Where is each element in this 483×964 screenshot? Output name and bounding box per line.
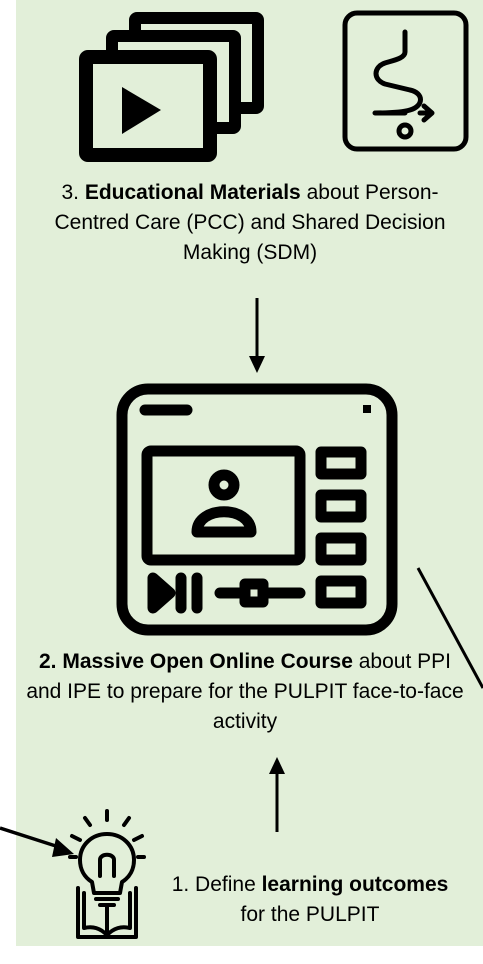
step2-bold: 2. Massive Open Online Course bbox=[38, 650, 353, 673]
step1-rest: for the PULPIT bbox=[240, 903, 380, 926]
arrow-step3-to-step2 bbox=[249, 298, 265, 373]
arrow-from-right bbox=[416, 567, 483, 689]
step3-bold: Educational Materials bbox=[84, 181, 301, 204]
step2-caption: 2. Massive Open Online Course about PPI … bbox=[20, 647, 470, 737]
online-course-window-icon bbox=[116, 383, 398, 636]
step1-bold: learning outcomes bbox=[261, 873, 449, 896]
step2-rest: about PPI and IPE to prepare for the PUL… bbox=[26, 650, 464, 733]
step1-caption: 1. Define learning outcomes for the PULP… bbox=[160, 870, 460, 930]
video-stack-icon bbox=[79, 12, 264, 162]
arrow-from-left bbox=[0, 826, 74, 857]
step3-caption: 3. Educational Materials about Person-Ce… bbox=[30, 178, 470, 268]
path-tablet-icon bbox=[342, 10, 469, 152]
step3-prefix: 3. bbox=[61, 181, 85, 204]
step3-rest: about Person-Centred Care (PCC) and Shar… bbox=[54, 181, 446, 264]
step1-prefix: 1. Define bbox=[171, 873, 262, 896]
arrow-step1-to-step2 bbox=[269, 757, 285, 832]
lightbulb-book-icon bbox=[68, 809, 146, 939]
